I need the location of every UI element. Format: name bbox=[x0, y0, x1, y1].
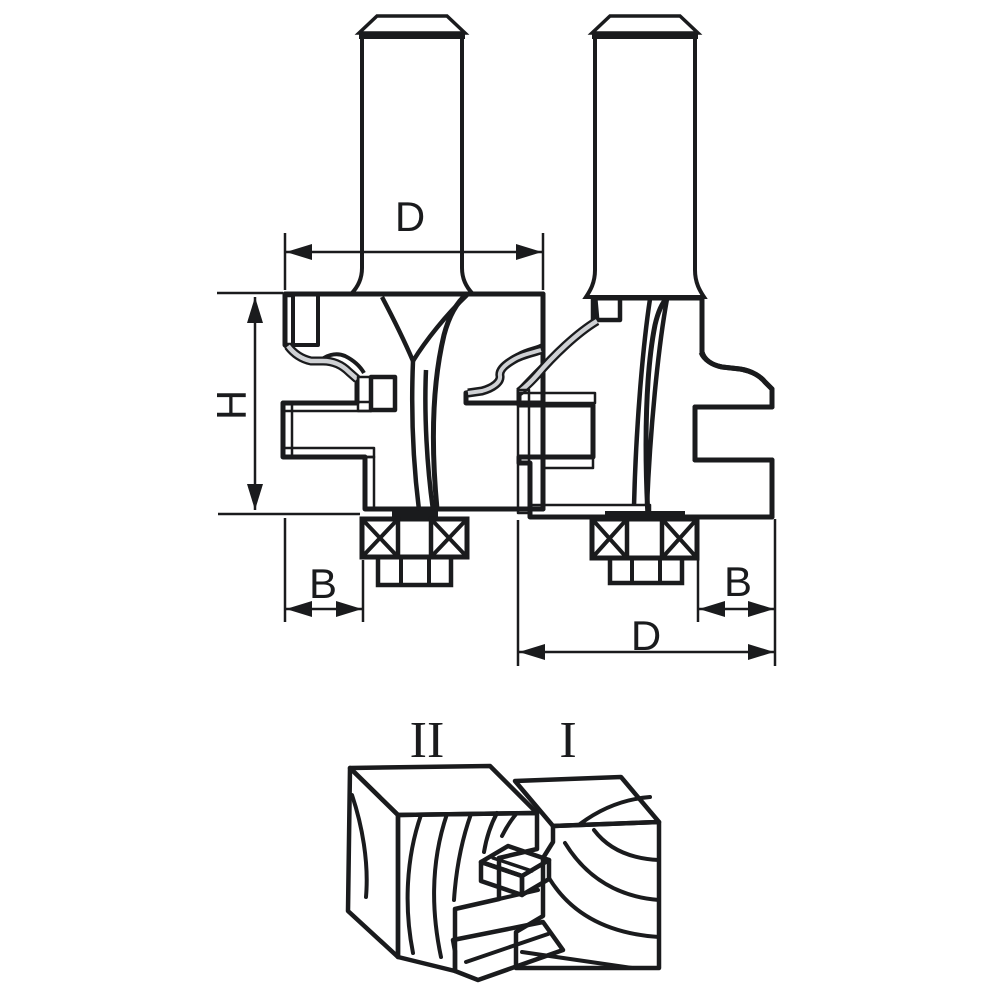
right-shank bbox=[582, 14, 708, 299]
joint-lower-lip bbox=[450, 919, 566, 983]
label-bottom-diameter: D bbox=[631, 612, 661, 659]
left-hex-nut bbox=[375, 554, 454, 588]
left-bit-gray-body bbox=[430, 291, 546, 512]
right-bit-gray-body bbox=[643, 295, 775, 520]
dimension-cutter-height: H bbox=[208, 297, 263, 510]
label-piece-left: II bbox=[410, 712, 445, 769]
label-left-cut-width: B bbox=[309, 560, 337, 607]
label-top-diameter: D bbox=[395, 193, 425, 240]
right-router-bit bbox=[516, 295, 775, 520]
left-bearing bbox=[359, 511, 470, 560]
right-bearing bbox=[589, 511, 700, 561]
dimension-bottom-diameter: D bbox=[518, 612, 775, 660]
joint-tongue bbox=[478, 843, 552, 901]
right-hex-nut bbox=[607, 555, 685, 586]
label-piece-right: I bbox=[559, 712, 576, 769]
wood-block-right bbox=[512, 774, 662, 971]
label-right-cut-width: B bbox=[724, 558, 752, 605]
extension-lines bbox=[217, 233, 777, 666]
dimension-right-cut-width: B bbox=[698, 558, 775, 617]
wood-block-left bbox=[345, 763, 540, 974]
wood-joint-illustration: II I bbox=[345, 712, 662, 983]
dimension-top-diameter: D bbox=[285, 193, 543, 260]
left-bit-flute bbox=[380, 293, 469, 511]
right-bit-flute bbox=[631, 298, 670, 507]
dimension-left-cut-width: B bbox=[285, 560, 363, 617]
label-cutter-height: H bbox=[208, 390, 255, 420]
left-router-bit bbox=[280, 291, 546, 512]
